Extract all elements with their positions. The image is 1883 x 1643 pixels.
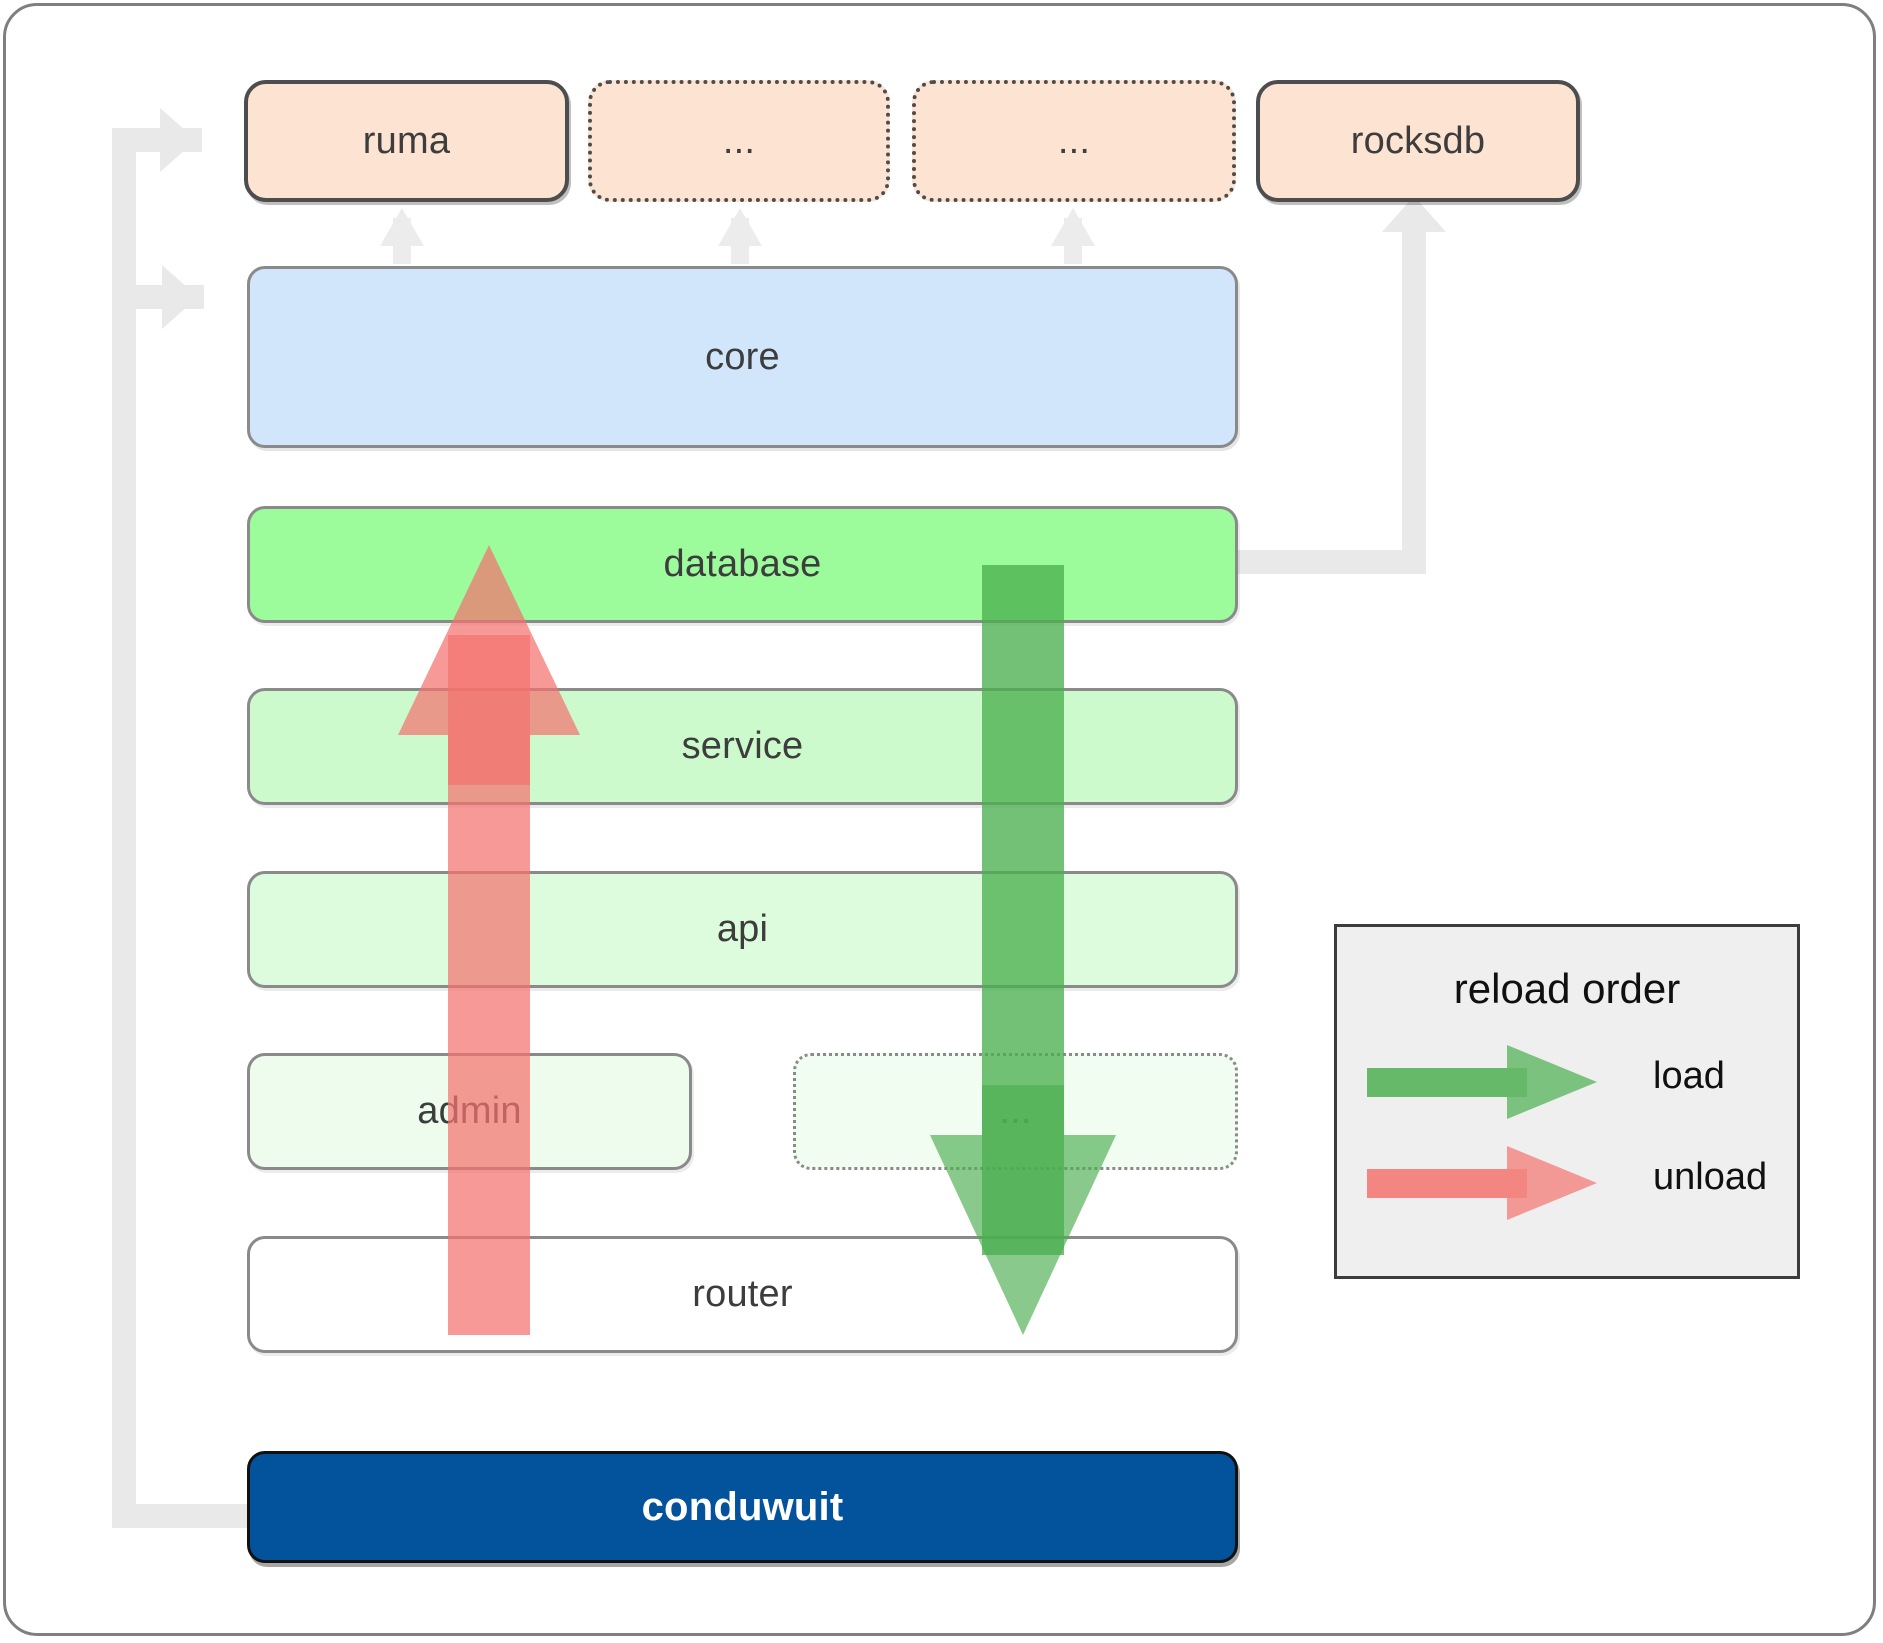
legend-load-label: load — [1653, 1055, 1725, 1097]
legend-load-arrow-icon — [1367, 1045, 1597, 1119]
connector-database-to-rocksdb-arrow — [1382, 196, 1446, 232]
connector-database-to-rocksdb-h — [1230, 550, 1425, 574]
legend-panel: reload order load unload — [1334, 924, 1800, 1279]
node-core-label: core — [705, 335, 780, 378]
connector-to-core-arrow — [162, 265, 198, 329]
node-rocksdb[interactable]: rocksdb — [1256, 80, 1580, 202]
node-service-label: service — [681, 725, 804, 767]
connector-database-to-rocksdb-v — [1402, 228, 1426, 574]
connector-from-conduwuit — [112, 1504, 247, 1528]
node-ruma[interactable]: ruma — [244, 80, 569, 202]
node-conduwuit[interactable]: conduwuit — [247, 1451, 1238, 1563]
legend-title: reload order — [1453, 965, 1681, 1012]
node-api[interactable]: api — [247, 871, 1238, 988]
core-to-ruma-icon — [380, 208, 424, 246]
node-dots-3[interactable]: ... — [793, 1053, 1238, 1170]
connector-left-vertical — [112, 128, 136, 1528]
node-router-label: router — [692, 1273, 793, 1315]
node-database[interactable]: database — [247, 506, 1238, 623]
node-admin[interactable]: admin — [247, 1053, 692, 1170]
connector-to-ruma-arrow — [160, 108, 196, 172]
core-to-dots2-icon — [1051, 208, 1095, 246]
core-to-dots1-icon — [718, 208, 762, 246]
node-router[interactable]: router — [247, 1236, 1238, 1353]
node-admin-label: admin — [417, 1090, 522, 1132]
node-dots-2-label: ... — [1057, 119, 1091, 162]
node-service[interactable]: service — [247, 688, 1238, 805]
legend-unload-arrow-icon — [1367, 1146, 1597, 1220]
node-core[interactable]: core — [247, 266, 1238, 448]
node-dots-3-label: ... — [999, 1090, 1032, 1132]
node-api-label: api — [716, 908, 769, 950]
node-conduwuit-label: conduwuit — [641, 1484, 844, 1529]
node-dots-2[interactable]: ... — [912, 80, 1236, 202]
node-database-label: database — [663, 543, 822, 585]
legend-unload-label: unload — [1653, 1156, 1768, 1198]
node-dots-1[interactable]: ... — [588, 80, 890, 202]
node-ruma-label: ruma — [362, 119, 451, 162]
node-rocksdb-label: rocksdb — [1350, 119, 1486, 162]
diagram-frame — [3, 3, 1876, 1636]
node-dots-1-label: ... — [722, 119, 756, 162]
